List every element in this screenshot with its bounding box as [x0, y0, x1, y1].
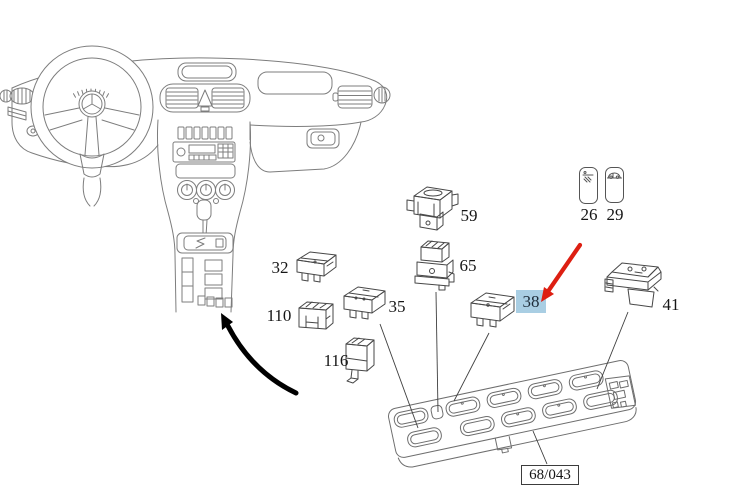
- switch-116-drawing[interactable]: [345, 337, 375, 384]
- gear-shifter-drawing: [176, 199, 234, 254]
- leader-38: [453, 332, 490, 402]
- callout-38-highlighted[interactable]: 38: [516, 290, 546, 313]
- mercedes-star-icon: [81, 93, 103, 115]
- defroster-vent-drawing: [177, 62, 237, 82]
- leader-lines: [379, 291, 629, 465]
- radio-drawing: [172, 141, 236, 163]
- switch-38-drawing[interactable]: [470, 292, 515, 328]
- leader-65: [435, 291, 439, 413]
- car-silhouette-icon: [607, 172, 622, 179]
- callout-59[interactable]: 59: [460, 206, 478, 225]
- center-console-drawing: [157, 119, 251, 313]
- glovebox-handle-drawing: [306, 128, 340, 149]
- washer-jet-icon: [582, 171, 594, 183]
- callout-65[interactable]: 65: [459, 256, 477, 275]
- callout-26[interactable]: 26: [580, 205, 598, 224]
- steering-wheel-drawing: [30, 45, 154, 207]
- switch-32-drawing[interactable]: [296, 251, 337, 283]
- leader-ref-box: [532, 430, 548, 465]
- turn-signal-stalk-drawing: [7, 106, 27, 121]
- callout-116[interactable]: 116: [323, 351, 349, 370]
- callout-32[interactable]: 32: [271, 258, 289, 277]
- hvac-knobs-drawing: [177, 180, 235, 204]
- dashboard-illustration: [0, 45, 391, 313]
- switch-cap-29-drawing[interactable]: [605, 167, 624, 203]
- callout-110[interactable]: 110: [266, 306, 292, 325]
- callout-29[interactable]: 29: [606, 205, 624, 224]
- leader-35: [379, 323, 419, 429]
- right-air-vent: [332, 85, 391, 109]
- switch-65-drawing[interactable]: [414, 240, 455, 291]
- switch-cap-26-drawing[interactable]: [579, 167, 598, 204]
- figure-ref-box[interactable]: 68/043: [521, 465, 579, 485]
- switch-59-drawing[interactable]: [406, 186, 459, 231]
- center-air-vents: [159, 83, 251, 113]
- airbag-panel-drawing: [257, 71, 333, 95]
- switch-41-drawing[interactable]: [604, 262, 662, 308]
- callout-35[interactable]: 35: [388, 297, 406, 316]
- switch-panel-drawing[interactable]: [387, 359, 640, 474]
- switch-110-drawing[interactable]: [298, 301, 334, 330]
- left-air-vent: [0, 87, 35, 105]
- switch-35-drawing[interactable]: [343, 286, 386, 320]
- callout-41[interactable]: 41: [662, 295, 680, 314]
- leader-41: [596, 311, 629, 390]
